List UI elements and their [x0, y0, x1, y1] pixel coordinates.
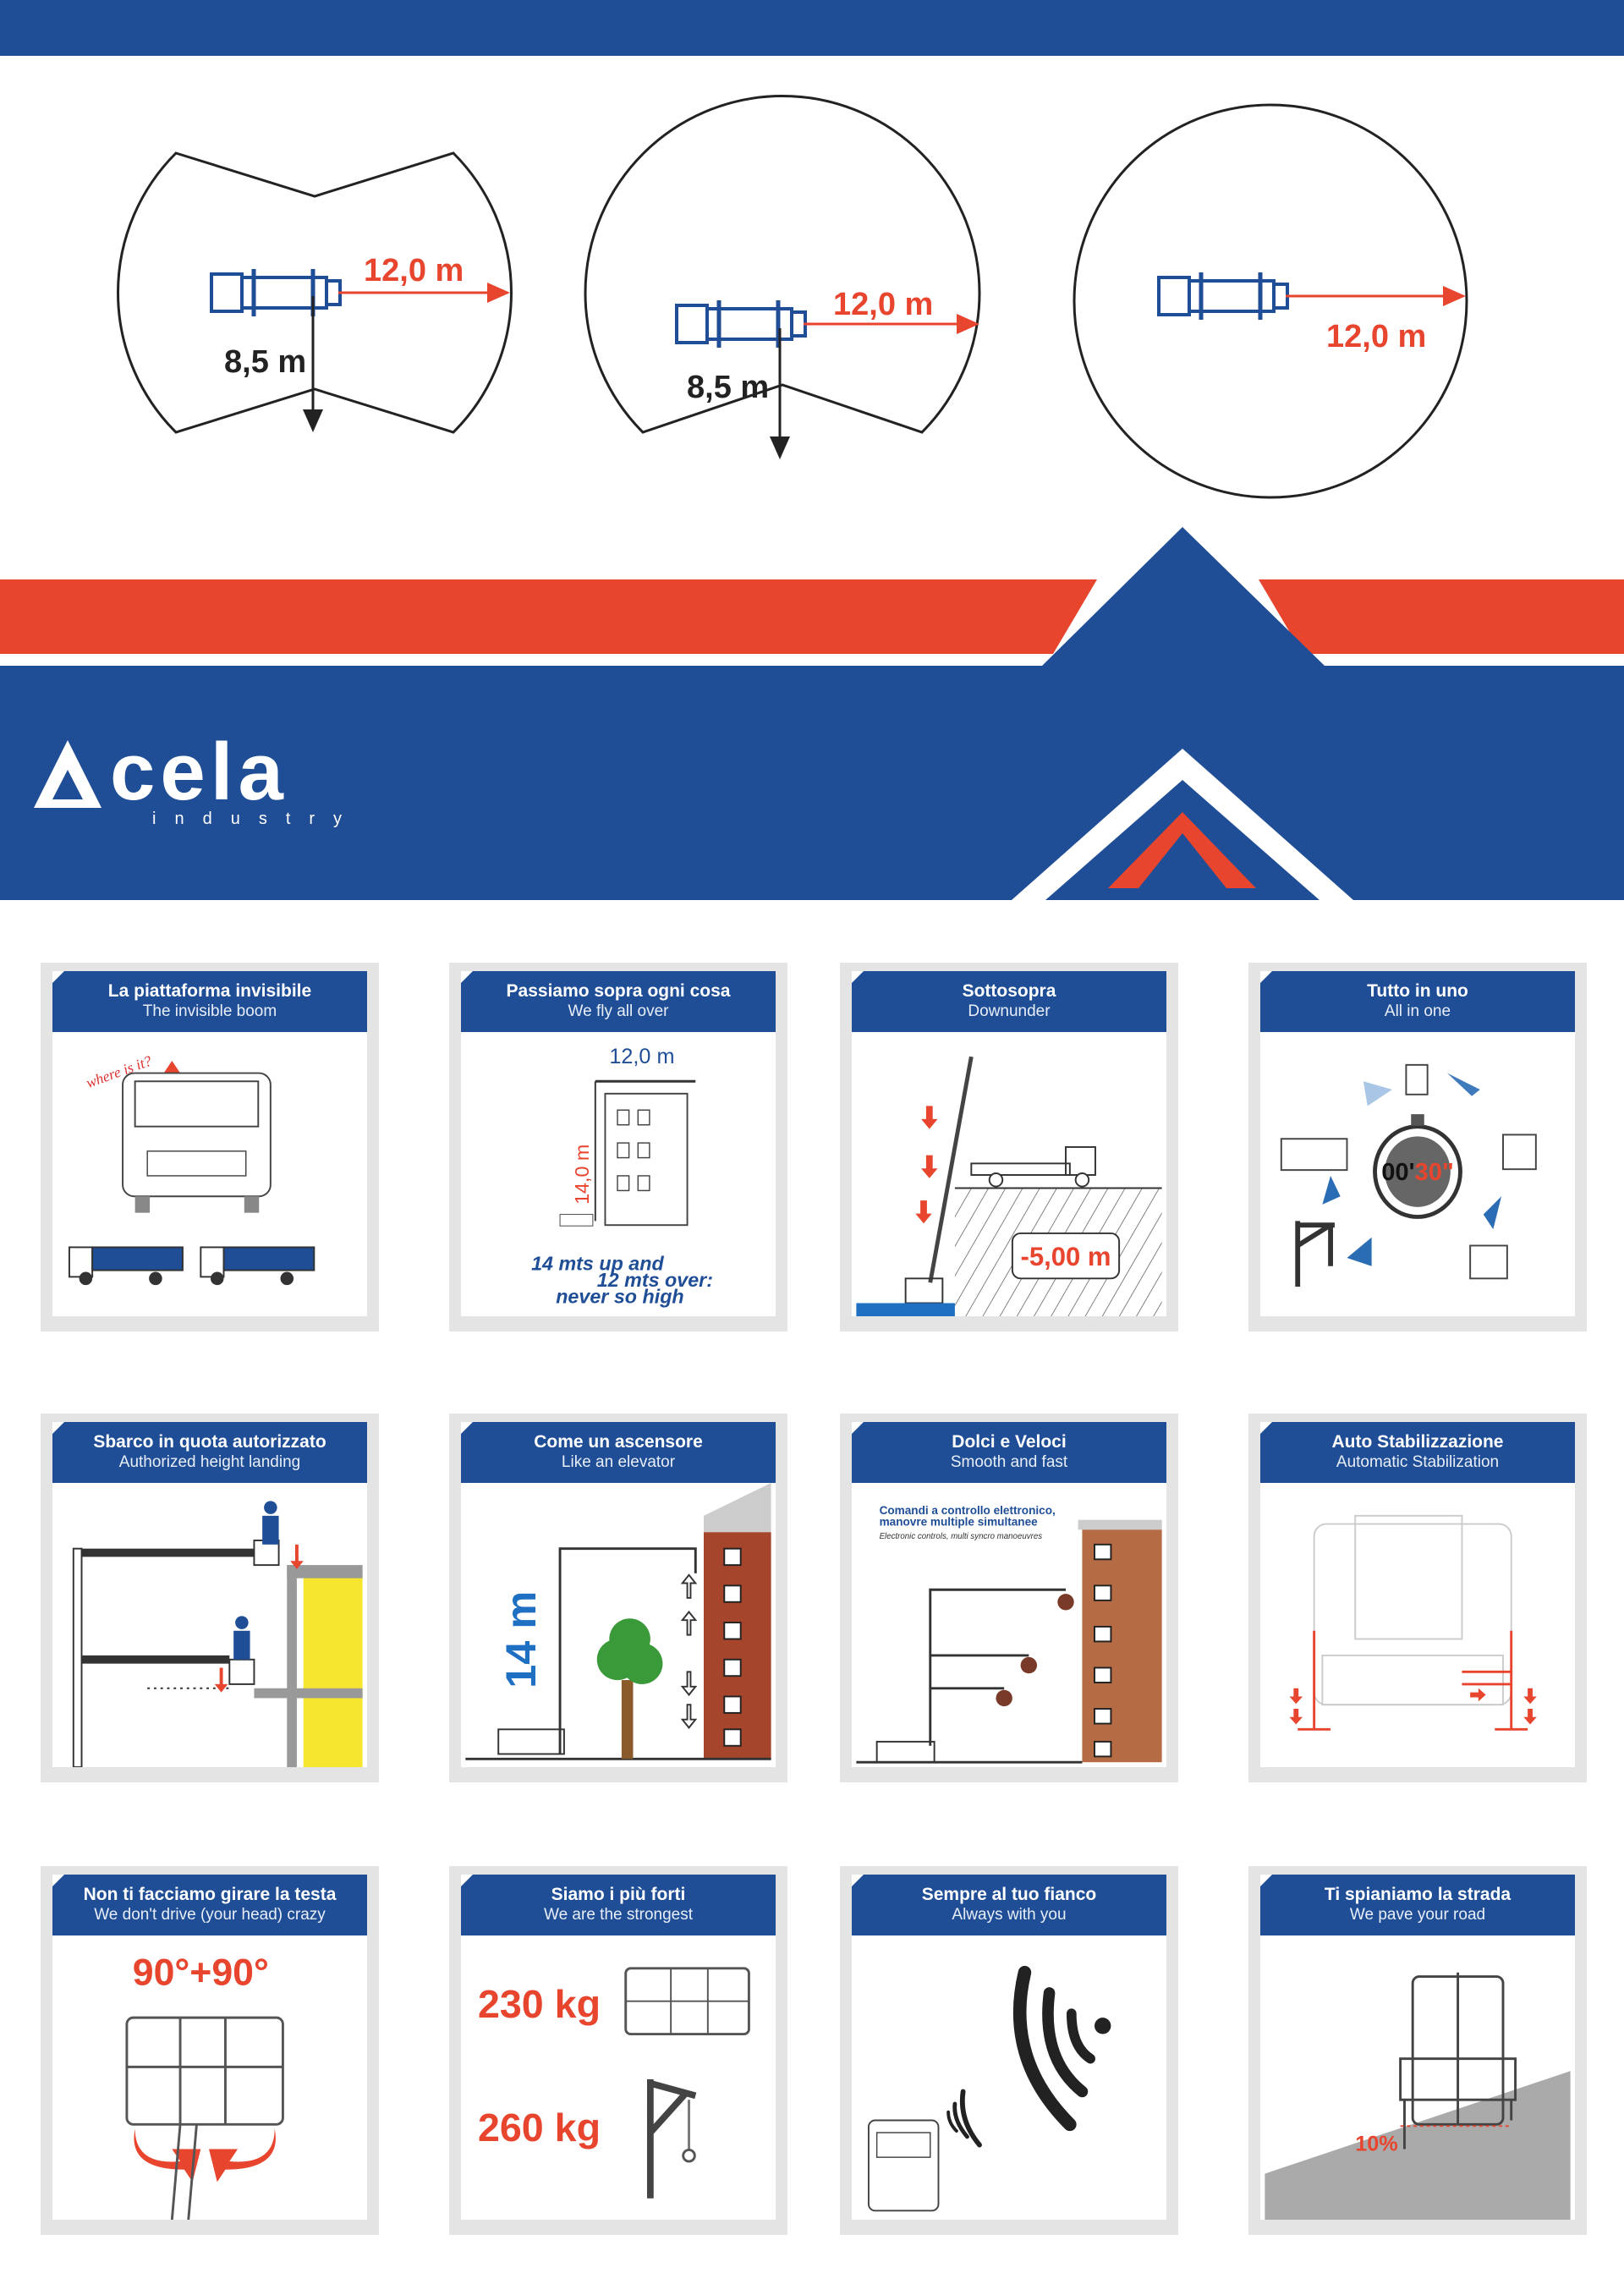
logo-tagline: industry	[152, 810, 360, 828]
card-subtitle: Downunder	[968, 1002, 1051, 1020]
fly-over-illustration: 12,0 m 14,0 m 14 mts up and 12 mts over:…	[531, 1045, 713, 1308]
svg-text:Electronic controls, multi syn: Electronic controls, multi syncro manoeu…	[880, 1532, 1043, 1541]
diagram-full-stabilized: 12,0 m 8,5 m	[117, 151, 513, 434]
top-blue-bar	[0, 0, 1624, 56]
svg-text:where is it?: where is it?	[84, 1051, 154, 1091]
card-subtitle: Authorized height landing	[118, 1453, 301, 1471]
working-area-diagrams: 12,0 m 8,5 m 12,0 m 8,5 m 12,0 m	[117, 95, 1468, 499]
card-subtitle: The invisible boom	[142, 1002, 277, 1020]
wireless-signal-icon	[946, 1965, 1111, 2148]
card-title: Sottosopra	[962, 981, 1056, 1001]
card-subtitle: All in one	[1384, 1002, 1451, 1020]
auto-stabilization-illustration	[1289, 1514, 1537, 1731]
svg-text:never so high: never so high	[556, 1285, 683, 1307]
radius-label: 12,0 m	[833, 287, 933, 322]
feature-card-rotation: Non ti facciamo girare la testa We don't …	[41, 1866, 379, 2235]
card-title: Come un ascensore	[534, 1432, 703, 1452]
svg-text:14 m: 14 m	[497, 1591, 545, 1688]
svg-text:90°+90°: 90°+90°	[133, 1952, 269, 1993]
radius-label: 12,0 m	[1326, 319, 1426, 354]
card-title: Dolci e Veloci	[952, 1432, 1067, 1452]
cela-logo: cela industry	[34, 727, 474, 829]
rotation-illustration: 90°+90°	[125, 1952, 284, 2220]
all-in-one-illustration: 00'30"	[1280, 1063, 1537, 1288]
height-landing-illustration	[72, 1501, 363, 1767]
card-title: La piattaforma invisibile	[107, 981, 312, 1001]
card-title: Non ti facciamo girare la testa	[83, 1885, 337, 1904]
svg-text:12 mts over:: 12 mts over:	[597, 1269, 713, 1291]
slope-illustration: 10%	[1265, 1972, 1571, 2220]
strongest-illustration: 230 kg 260 kg	[478, 1967, 750, 2199]
card-subtitle: We pave your road	[1349, 1906, 1486, 1924]
svg-text:Comandi a controllo elettronic: Comandi a controllo elettronico,	[880, 1504, 1056, 1517]
card-subtitle: Always with you	[952, 1906, 1067, 1924]
svg-text:12,0 m: 12,0 m	[609, 1045, 674, 1068]
card-title: Ti spianiamo la strada	[1324, 1885, 1512, 1904]
radius-label: 12,0 m	[364, 253, 464, 288]
smooth-fast-illustration: Comandi a controllo elettronico, manovre…	[856, 1504, 1162, 1764]
card-title: Sbarco in quota autorizzato	[93, 1432, 326, 1452]
basket-load: 230 kg	[478, 1982, 601, 2026]
card-subtitle: Smooth and fast	[950, 1453, 1068, 1471]
winch-load: 260 kg	[478, 2106, 601, 2150]
remote-signal-illustration	[867, 1965, 1111, 2212]
feature-card-strongest: Siamo i più forti We are the strongest 23…	[449, 1866, 787, 2235]
logo-wordmark: cela	[110, 736, 288, 817]
invisible-boom-illustration: where is it?	[68, 1051, 315, 1286]
card-subtitle: We are the strongest	[543, 1906, 694, 1924]
svg-text:-5,00 m: -5,00 m	[1020, 1242, 1111, 1271]
card-subtitle: Like an elevator	[561, 1453, 676, 1471]
card-title: Sempre al tuo fianco	[921, 1885, 1097, 1904]
radius-label: 8,5 m	[224, 344, 306, 380]
card-subtitle: Automatic Stabilization	[1336, 1453, 1500, 1471]
card-title: Passiamo sopra ogni cosa	[506, 981, 731, 1001]
card-title: Siamo i più forti	[551, 1885, 686, 1904]
diagram-one-side: 12,0 m 8,5 m	[584, 95, 981, 459]
elevator-illustration: 14 m	[465, 1483, 771, 1760]
card-subtitle: We don't drive (your head) crazy	[94, 1906, 326, 1924]
slope-label: 10%	[1355, 2132, 1398, 2155]
radius-label: 8,5 m	[687, 370, 769, 405]
downunder-illustration: -5,00 m	[856, 1056, 1162, 1316]
card-title: Tutto in uno	[1367, 981, 1468, 1001]
timer: 00'30"	[1381, 1159, 1454, 1186]
svg-text:14 mts up and: 14 mts up and	[531, 1253, 664, 1275]
svg-text:14,0 m: 14,0 m	[571, 1145, 593, 1205]
card-subtitle: We fly all over	[568, 1002, 669, 1020]
card-title: Auto Stabilizzazione	[1331, 1432, 1504, 1452]
brand-banner	[0, 527, 1624, 900]
diagram-full-circle: 12,0 m	[1073, 103, 1468, 499]
svg-text:manovre multiple simultanee: manovre multiple simultanee	[880, 1515, 1039, 1528]
